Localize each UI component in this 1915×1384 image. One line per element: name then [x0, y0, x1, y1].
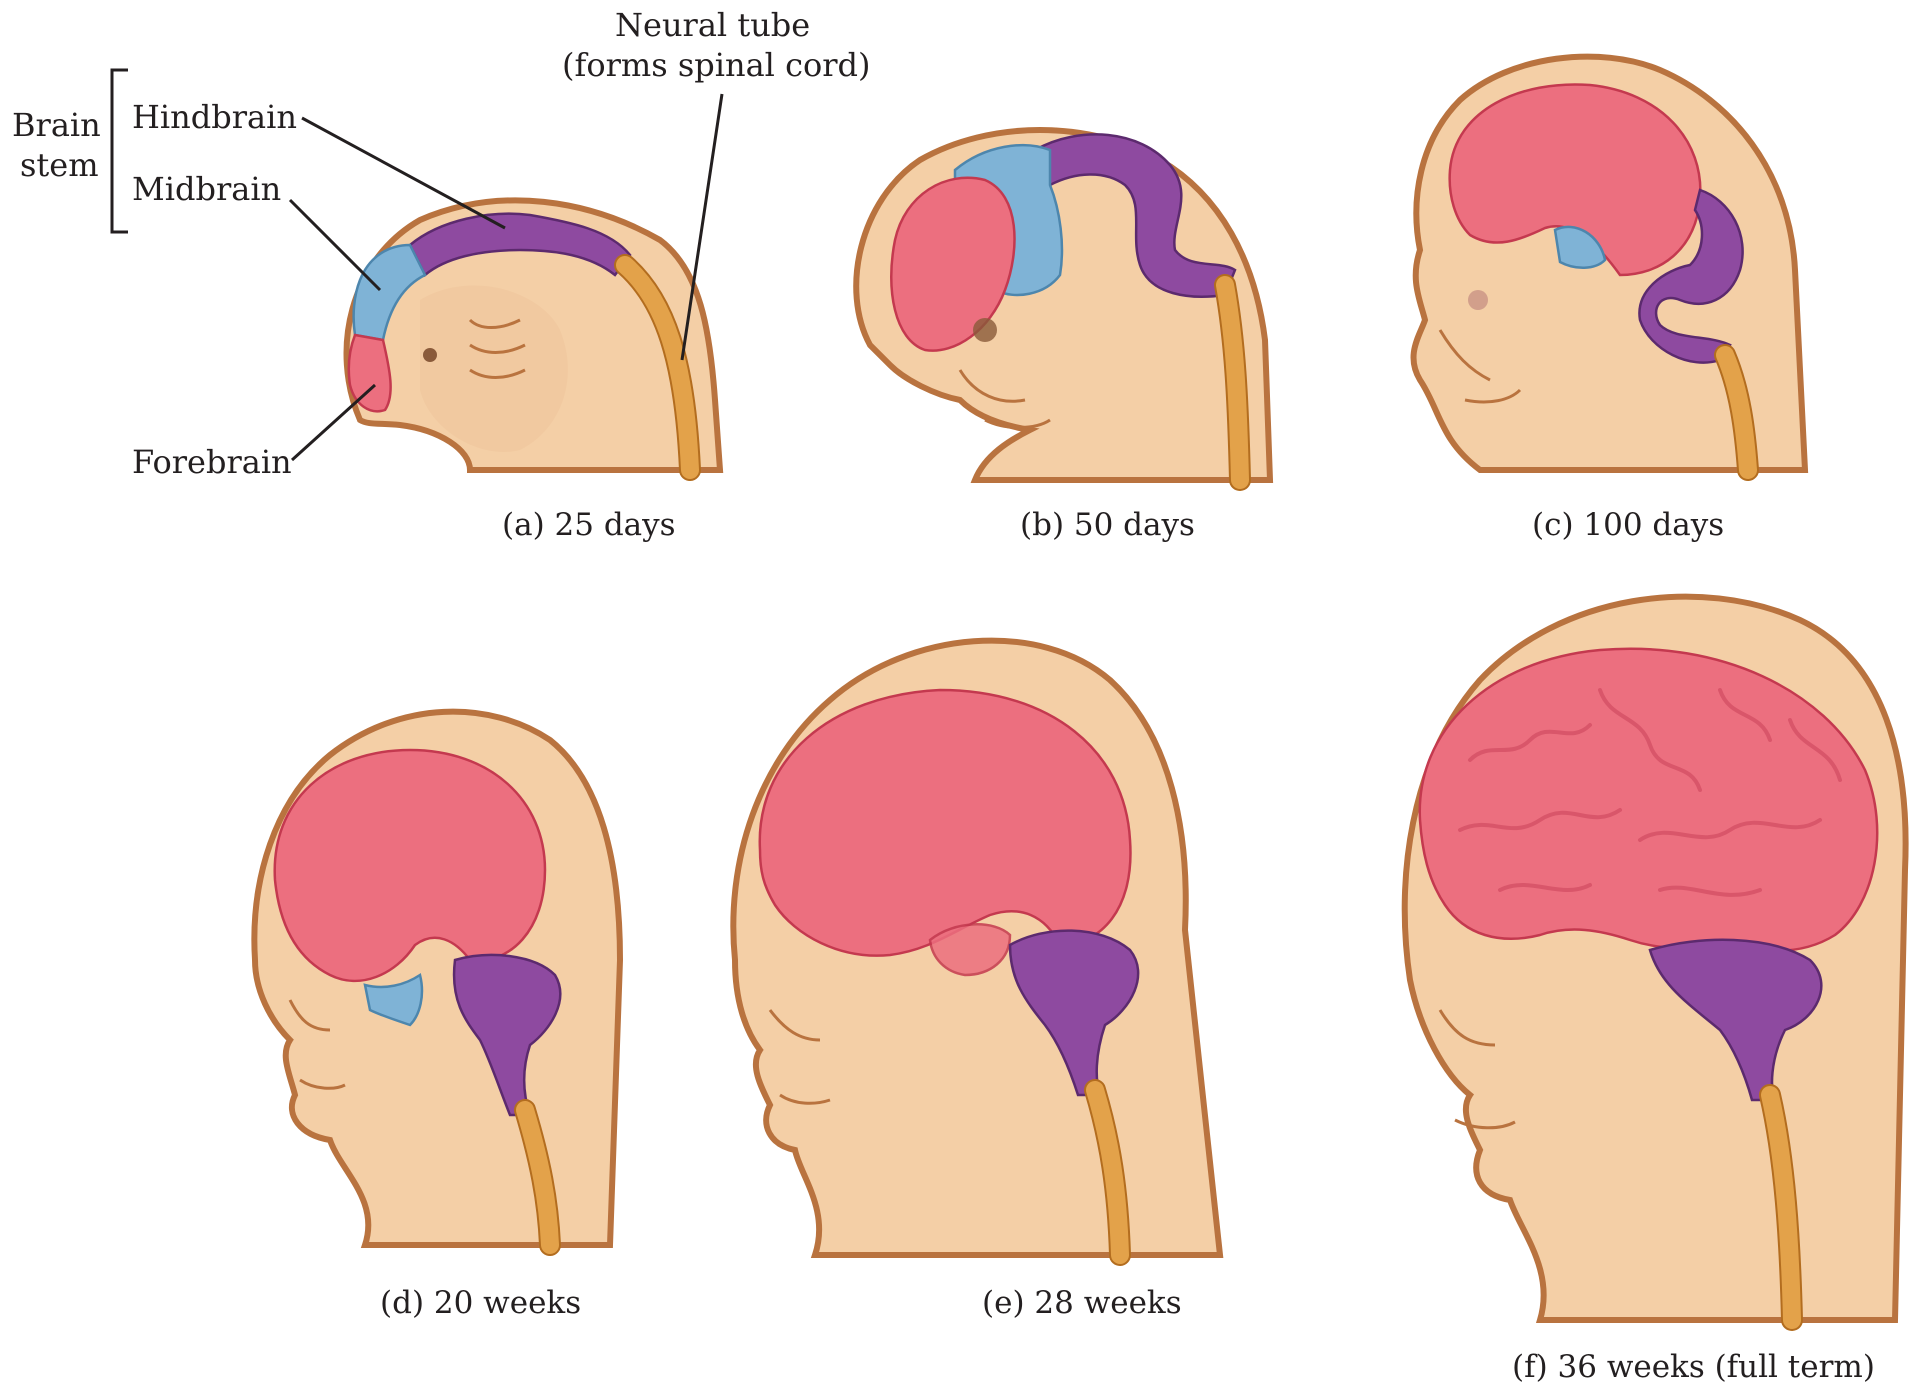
hindbrain-label: Hindbrain	[132, 98, 297, 136]
forebrain-a	[349, 335, 391, 411]
brain-stem-bracket	[112, 70, 128, 232]
caption-c: (c) 100 days	[1532, 507, 1724, 543]
eye-b	[973, 318, 997, 342]
caption-f: (f) 36 weeks (full term)	[1512, 1349, 1875, 1384]
panel-b-50-days	[856, 130, 1270, 480]
panel-c-100-days	[1414, 57, 1805, 470]
brain-stem-label-line2: stem	[20, 146, 99, 184]
forebrain-label: Forebrain	[132, 443, 292, 481]
panel-d-20-weeks	[254, 712, 620, 1245]
panel-f-36-weeks	[1405, 597, 1906, 1320]
neural-tube-label-line1: Neural tube	[615, 6, 810, 44]
caption-d: (d) 20 weeks	[380, 1285, 581, 1321]
forebrain-d	[275, 750, 545, 981]
panel-e-28-weeks	[733, 641, 1220, 1255]
caption-b: (b) 50 days	[1020, 507, 1195, 543]
panel-a-25-days	[347, 200, 721, 470]
bracket-line	[112, 70, 128, 232]
eye-spot-a	[423, 348, 437, 362]
eye-c	[1468, 290, 1488, 310]
hindbrain-leader-line	[302, 118, 505, 228]
caption-e: (e) 28 weeks	[982, 1285, 1182, 1321]
caption-a: (a) 25 days	[502, 507, 676, 543]
midbrain-label: Midbrain	[132, 170, 281, 208]
brain-stem-label-line1: Brain	[12, 106, 101, 144]
midbrain-leader-line	[290, 200, 380, 290]
neural-tube-label-line2: (forms spinal cord)	[562, 46, 871, 84]
